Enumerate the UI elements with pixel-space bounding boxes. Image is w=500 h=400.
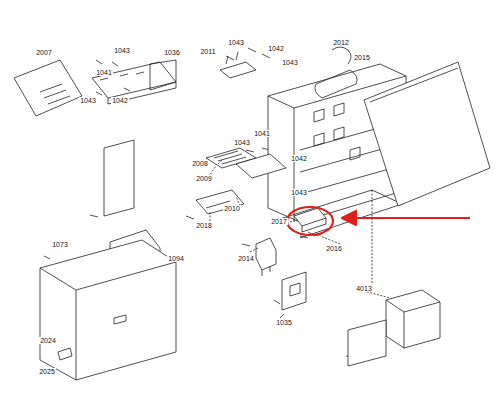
top-left-bracket [108,82,176,104]
main-chassis [270,190,402,238]
callout-number: 2018 [195,222,213,229]
highlight [287,207,470,235]
callout-number: 1043 [281,59,299,66]
relay-2014 [262,266,270,276]
sensor-2017 [294,208,326,236]
callout-number: 1043 [290,189,308,196]
callout-number: 1043 [79,97,97,104]
base-housing [40,240,176,380]
bracket-1035 [290,283,300,296]
part-2024 [58,348,72,360]
top-left-bracket [92,62,176,98]
part-2024 [58,348,72,360]
callout-number: 1094 [167,255,185,262]
display-panel [370,68,458,102]
callout-number: 1035 [275,319,293,326]
callout-number: 1043 [227,39,245,46]
box-4013 [386,290,440,348]
callout-number: 2009 [195,175,213,182]
callout-number: 2025 [38,368,56,375]
sensor-2017 [302,218,326,232]
callout-number: 1041 [95,69,113,76]
top-left-bracket [150,60,176,90]
board-2018 [196,190,244,214]
connector-2011 [220,52,256,78]
board-2018 [196,190,244,214]
left-cover-plate [104,140,134,216]
callout-number: 4013 [355,285,373,292]
bracket-1035 [282,272,306,310]
callout-number: 1043 [233,139,251,146]
left-cover-plate [104,140,134,216]
pcb-2008 [214,151,246,164]
sensor-2017 [294,208,326,226]
callout-number: 1042 [111,97,129,104]
relay-2014 [256,238,276,270]
display-panel [364,62,490,206]
leader-lines [210,196,390,298]
main-chassis [314,103,360,160]
display-panel [364,62,490,206]
highlight [342,217,470,219]
box-4013 [386,300,440,348]
callout-number: 2012 [332,39,350,46]
pcb-2008 [206,148,286,178]
box-4013 [348,290,440,366]
callout-number: 2015 [353,54,371,61]
screws [96,60,144,95]
callout-number: 2007 [35,49,53,56]
callout-number: 1041 [253,130,271,137]
callout-number: 2014 [237,255,255,262]
callout-number: 1073 [51,241,69,248]
base-housing [40,262,176,380]
callout-number: 1036 [163,49,181,56]
highlight [342,211,356,225]
manual-sheet [14,60,82,116]
manual-sheet [14,60,82,116]
motor [332,47,351,64]
callout-number: 2008 [191,160,209,167]
base-housing [40,240,176,380]
connector-2011 [220,52,256,78]
callout-number: 1042 [267,45,285,52]
callout-number: 2010 [223,205,241,212]
box-4013 [348,320,386,366]
highlight [287,207,333,235]
motor [315,70,357,98]
leader-lines [206,160,390,298]
motor [315,47,357,98]
manual-sheet [40,84,70,104]
callout-number: 2016 [325,245,343,252]
top-left-bracket [92,60,176,104]
callout-number: 1042 [290,155,308,162]
relay-2014 [256,238,276,276]
callout-number: 1043 [113,47,131,54]
callout-number: 2024 [39,337,57,344]
leader-lines [206,160,372,290]
pcb-2008 [236,154,286,178]
bracket-1035 [282,272,306,310]
base-housing [114,315,126,324]
callout-number: 2017 [270,218,288,225]
callout-number: 2011 [199,48,216,55]
